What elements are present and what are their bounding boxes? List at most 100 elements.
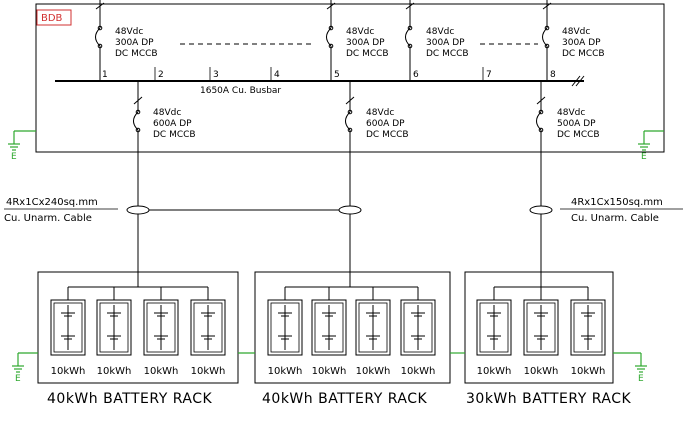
- battery-modules: 10kWh 10kWh 10kWh 10kWh 10kWh 10kWh 10kWh 10kWh…: [50, 287, 606, 377]
- breaker-voltage: 48Vdc: [115, 27, 143, 37]
- breaker-terminal: [347, 109, 353, 115]
- battery-module: [96, 299, 132, 356]
- breaker-terminal: [135, 109, 141, 115]
- outgoing-2: 48Vdc 600A DP DC MCCB: [345, 81, 409, 287]
- bus-position-ticks: [154, 67, 484, 81]
- breaker-type: DC MCCB: [153, 130, 196, 140]
- breaker-tick: [345, 96, 355, 105]
- earth-label: E: [638, 374, 644, 384]
- incomer-4: 48Vdc 300A DP DC MCCB: [542, 0, 605, 81]
- rack-2-title: 40kWh BATTERY RACK: [262, 391, 427, 407]
- battery-rack-2: [254, 271, 451, 384]
- busbar-label: 1650A Cu. Busbar: [200, 86, 281, 96]
- bus-position-3: 3: [213, 70, 219, 80]
- breaker-voltage: 48Vdc: [346, 27, 374, 37]
- rack-1-title: 40kWh BATTERY RACK: [47, 391, 212, 407]
- breaker-type: DC MCCB: [557, 130, 600, 140]
- breaker-contact: [326, 27, 332, 47]
- breaker-tick: [542, 2, 552, 10]
- breaker-terminal: [97, 25, 103, 31]
- breaker-type: DC MCCB: [115, 49, 158, 59]
- battery-module: [311, 299, 347, 356]
- breaker-type: DC MCCB: [366, 130, 409, 140]
- breaker-rating: 500A DP: [557, 119, 596, 129]
- bus-position-6: 6: [413, 70, 419, 80]
- battery-module-inner: [99, 302, 129, 353]
- bdb-earth-right: E: [638, 130, 664, 162]
- breaker-rating: 300A DP: [562, 38, 601, 48]
- breaker-voltage: 48Vdc: [366, 108, 394, 118]
- module-capacity-label: 10kWh: [97, 366, 132, 377]
- module-capacity-label: 10kWh: [477, 366, 512, 377]
- module-capacity-label: 10kWh: [191, 366, 226, 377]
- breaker-rating: 600A DP: [366, 119, 405, 129]
- battery-module: [355, 299, 391, 356]
- battery-module: [143, 299, 179, 356]
- breaker-contact: [536, 111, 542, 131]
- incomer-2: 48Vdc 300A DP DC MCCB: [326, 0, 389, 81]
- module-capacity-label: 10kWh: [51, 366, 86, 377]
- bdb-label-box: [36, 9, 72, 26]
- cable-left-spec: 4Rx1Cx240sq.mm: [6, 197, 98, 208]
- breaker-rating: 300A DP: [426, 38, 465, 48]
- cable-bundle-marker: [529, 205, 553, 215]
- breaker-contact: [133, 111, 139, 131]
- breaker-rating: 300A DP: [115, 38, 154, 48]
- breaker-tick: [133, 96, 143, 105]
- bdb-label: BDB: [41, 13, 63, 24]
- breaker-voltage: 48Vdc: [153, 108, 181, 118]
- battery-module: [50, 299, 86, 356]
- breaker-tick: [536, 96, 546, 105]
- battery-module: [570, 299, 606, 356]
- bus-position-8: 8: [550, 70, 556, 80]
- battery-module: [523, 299, 559, 356]
- bdb-earth-left: E: [8, 130, 36, 162]
- rack-3-title: 30kWh BATTERY RACK: [466, 391, 631, 407]
- rack-earth-right: E: [613, 352, 647, 384]
- breaker-contact: [405, 27, 411, 47]
- battery-module: [400, 299, 436, 356]
- breaker-type: DC MCCB: [562, 49, 605, 59]
- battery-module-inner: [403, 302, 433, 353]
- cable-right-spec: 4Rx1Cx150sq.mm: [571, 197, 663, 208]
- breaker-type: DC MCCB: [426, 49, 469, 59]
- breaker-tick: [95, 2, 105, 10]
- breaker-terminal: [538, 109, 544, 115]
- cable-bundle-marker: [126, 205, 150, 215]
- cable-left-type: Cu. Unarm. Cable: [4, 213, 92, 224]
- earth-label: E: [15, 374, 21, 384]
- battery-module: [476, 299, 512, 356]
- breaker-rating: 600A DP: [153, 119, 192, 129]
- breaker-voltage: 48Vdc: [562, 27, 590, 37]
- module-capacity-label: 10kWh: [401, 366, 436, 377]
- module-capacity-label: 10kWh: [524, 366, 559, 377]
- breaker-tick: [326, 2, 336, 10]
- breaker-rating: 300A DP: [346, 38, 385, 48]
- earth-label: E: [11, 152, 17, 162]
- battery-rack-3: [464, 271, 614, 384]
- battery-rack-1: [37, 271, 239, 384]
- busbar-end-mark: [575, 75, 585, 87]
- breaker-voltage: 48Vdc: [557, 108, 585, 118]
- battery-module: [190, 299, 226, 356]
- rack-earth-left: E: [12, 352, 38, 384]
- outgoing-1: 48Vdc 600A DP DC MCCB: [133, 81, 196, 287]
- battery-module-inner: [526, 302, 556, 353]
- bus-position-7: 7: [486, 70, 492, 80]
- breaker-contact: [95, 27, 101, 47]
- incomer-3: 48Vdc 300A DP DC MCCB: [405, 0, 469, 81]
- breaker-terminal: [328, 25, 334, 31]
- module-capacity-label: 10kWh: [144, 366, 179, 377]
- module-capacity-label: 10kWh: [312, 366, 347, 377]
- battery-module-inner: [146, 302, 176, 353]
- battery-module-inner: [573, 302, 603, 353]
- battery-module-inner: [193, 302, 223, 353]
- breaker-terminal: [407, 25, 413, 31]
- outgoing-3: 48Vdc 500A DP DC MCCB: [536, 81, 600, 287]
- breaker-voltage: 48Vdc: [426, 27, 454, 37]
- busbar-end-mark: [571, 75, 581, 87]
- cable-bundle-marker: [338, 205, 362, 215]
- module-capacity-label: 10kWh: [356, 366, 391, 377]
